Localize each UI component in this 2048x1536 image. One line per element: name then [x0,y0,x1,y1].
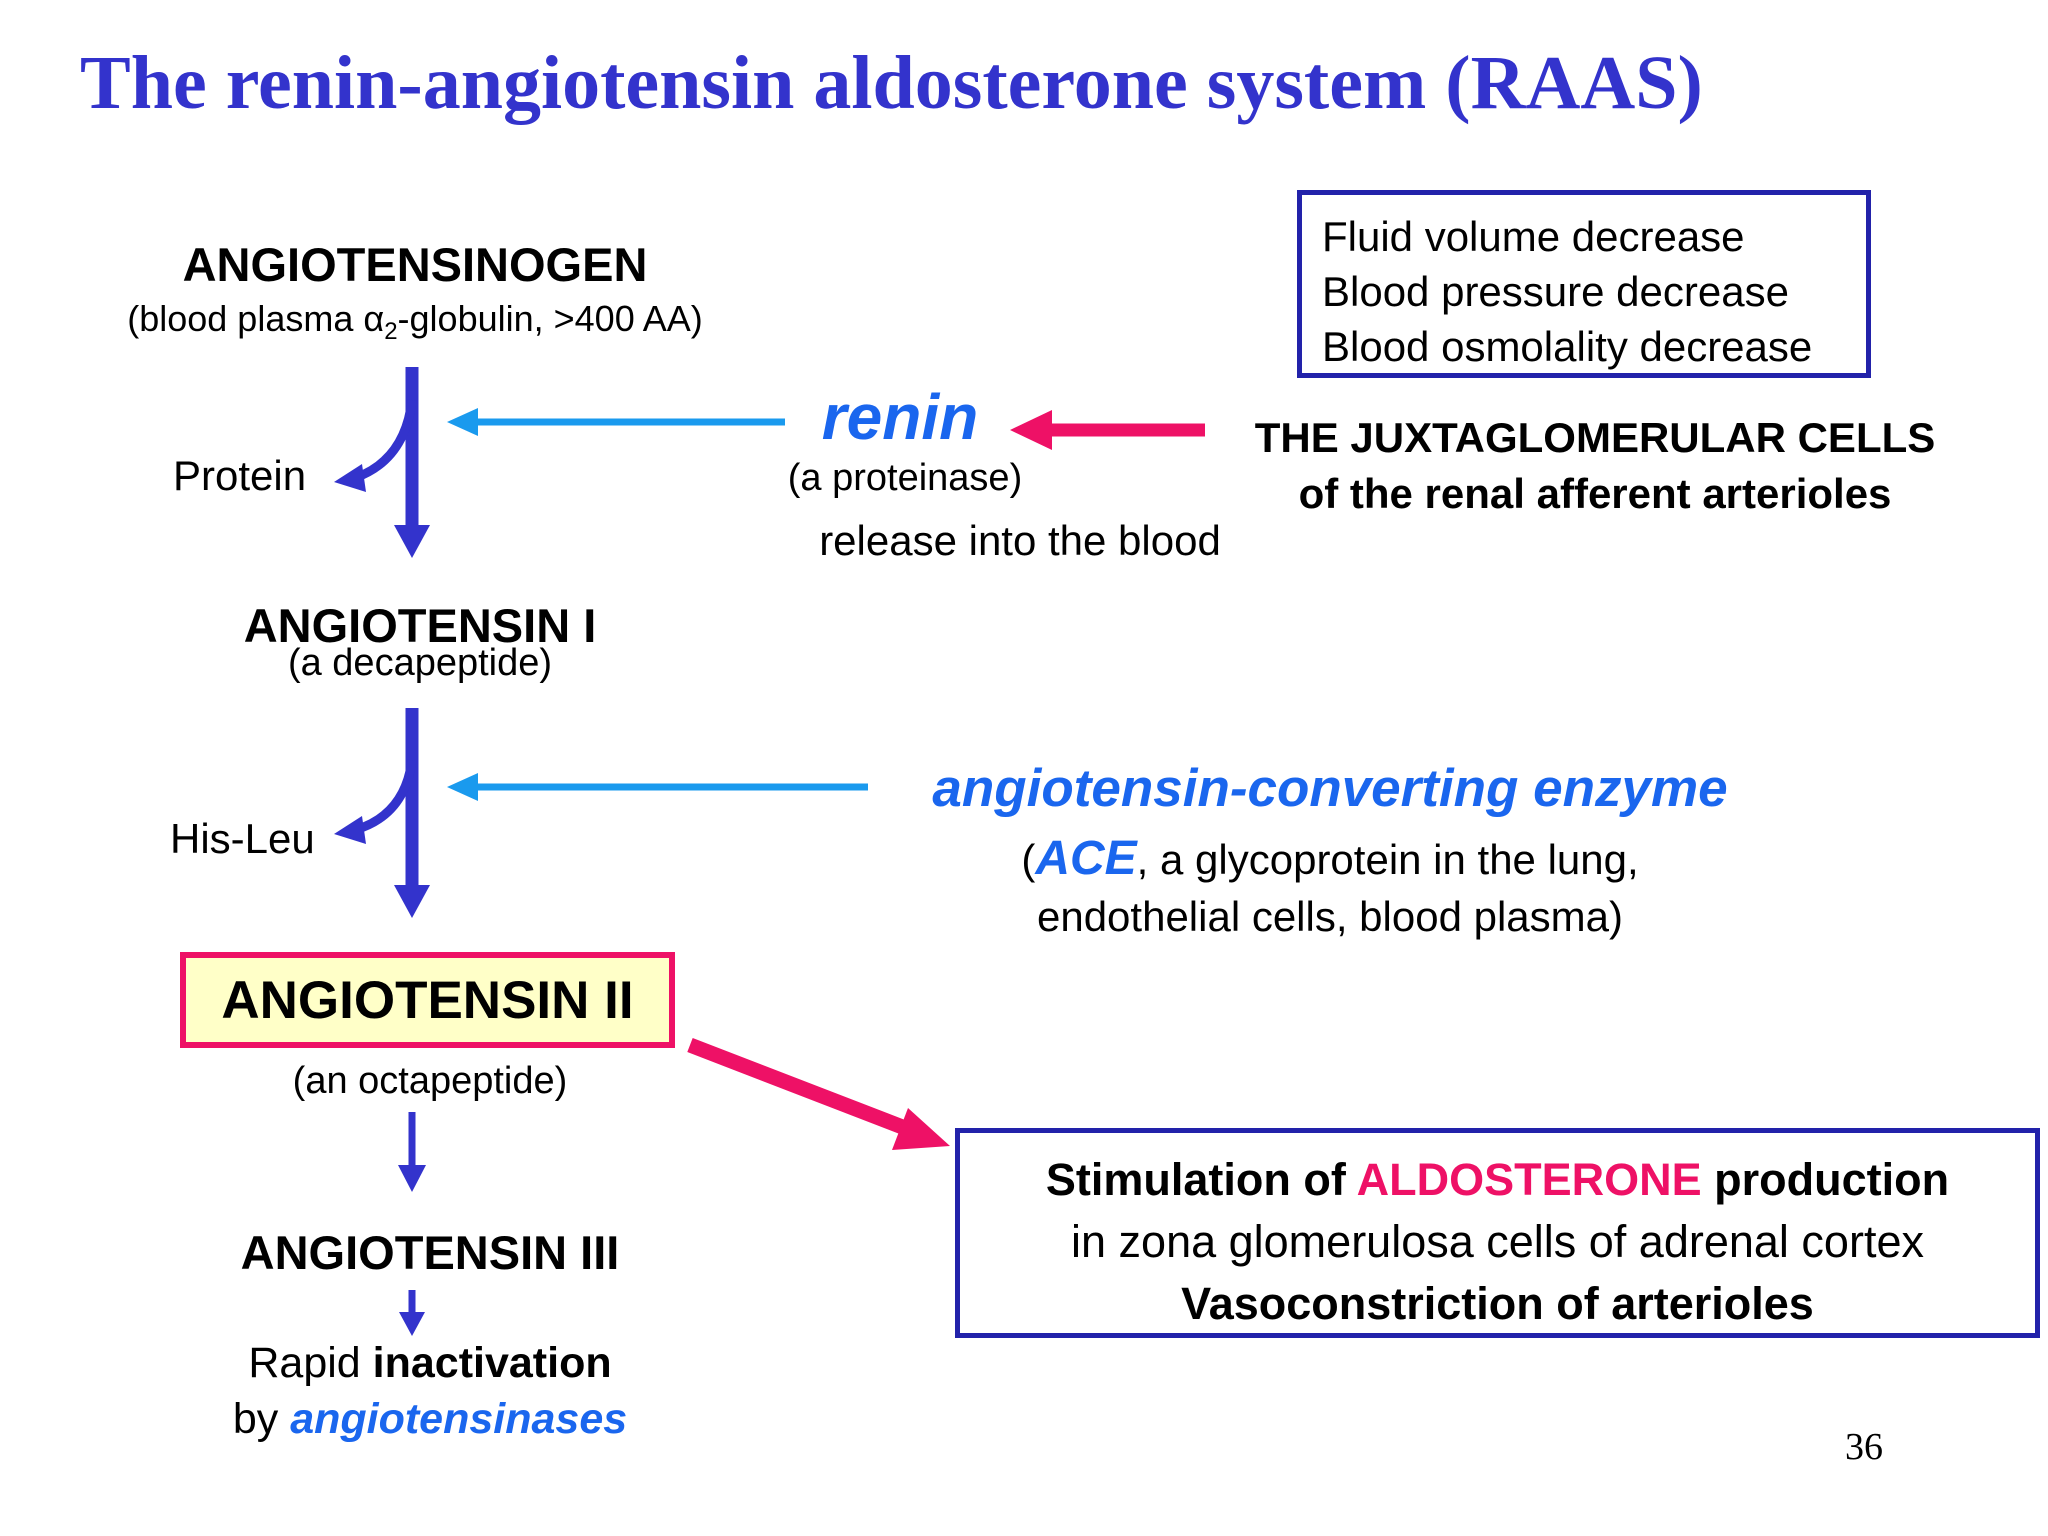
effects-line1-c: production [1701,1154,1950,1205]
angiotensinogen-desc: (blood plasma α2-globulin, >400 AA) [70,298,760,346]
hisleu-branch-curve [353,759,417,835]
effects-arrow-shaft [687,1038,908,1135]
effects-line2: in zona glomerulosa cells of adrenal cor… [1071,1216,1924,1267]
protein-branch-curve [353,399,417,483]
pathway-arrow-2-head [394,885,430,918]
protein-branch-head [334,464,366,492]
inactivation-text: Rapid inactivation by angiotensinases [170,1335,690,1447]
angiotensinases-label: angiotensinases [290,1395,628,1443]
effects-line1: Stimulation of ALDOSTERONE production [960,1149,2035,1211]
renin-label: renin [821,381,979,453]
inactivation-line1: Rapid inactivation [170,1335,690,1391]
effects-arrow-head [892,1108,950,1150]
ace-arrow-head [447,773,478,801]
angiotensinogen-desc-sub: 2 [384,318,398,346]
page-number: 36 [1845,1426,1883,1468]
angiotensin1-label: ANGIOTENSIN I [243,599,597,652]
angiotensinogen-desc-part2: -globulin, >400 AA) [397,298,703,339]
inactivation-word1: Rapid [248,1339,373,1387]
angiotensin1-desc: (a decapeptide) [287,642,553,684]
angiotensin2-box: ANGIOTENSIN II [180,952,675,1048]
angiotensinogen-label: ANGIOTENSINOGEN [182,238,648,291]
condition-osmolality: Blood osmolality decrease [1322,323,1813,370]
ace-desc-line2: endothelial cells, blood plasma) [1036,893,1623,940]
hisleu-label: His-Leu [170,815,315,862]
ace-desc-line1: (ACE, a glycoprotein in the lung, [930,830,1730,888]
inactivation-line2: by angiotensinases [170,1391,690,1447]
ace-desc-rest: , a glycoprotein in the lung, [1136,836,1639,883]
ace-label: angiotensin-converting enzyme [932,759,1728,818]
aldosterone-label: ALDOSTERONE [1356,1154,1702,1205]
renin-release: release into the blood [819,517,1221,564]
ace-abbr: ACE [1035,832,1137,885]
angiotensinogen-desc-part1: (blood plasma α [127,298,385,339]
condition-fluid: Fluid volume decrease [1322,213,1745,260]
pathway-arrow-1-head [394,525,430,558]
angiotensin2-desc: (an octapeptide) [292,1060,568,1102]
pathway-arrow-3-head [398,1165,426,1192]
conditions-box: Fluid volume decrease Blood pressure dec… [1297,190,1871,378]
renin-desc: (a proteinase) [787,457,1023,499]
ace-paren: ( [1021,836,1036,883]
pathway-arrow-4-head [399,1312,425,1336]
jg-cells-label: THE JUXTAGLOMERULAR CELLS of the renal a… [1220,410,1970,522]
condition-pressure: Blood pressure decrease [1322,268,1789,315]
jg-cells-line2: of the renal afferent arterioles [1298,470,1892,517]
slide-title: The renin-angiotensin aldosterone system… [80,41,1703,125]
effects-line1-a: Stimulation of [1045,1154,1357,1205]
protein-label: Protein [173,452,307,499]
angiotensin3-label: ANGIOTENSIN III [240,1226,620,1279]
ace-desc: (ACE, a glycoprotein in the lung, endoth… [930,830,1730,945]
jg-cells-line1: THE JUXTAGLOMERULAR CELLS [1254,414,1936,461]
renin-arrow-head [447,408,478,436]
effects-line3: Vasoconstriction of arterioles [1181,1278,1814,1329]
inactivation-word3: by [232,1395,291,1443]
effects-box: Stimulation of ALDOSTERONE production in… [955,1128,2040,1338]
hisleu-branch-head [334,816,366,844]
inactivation-word2: inactivation [372,1339,612,1387]
jg-arrow-head [1010,410,1052,450]
